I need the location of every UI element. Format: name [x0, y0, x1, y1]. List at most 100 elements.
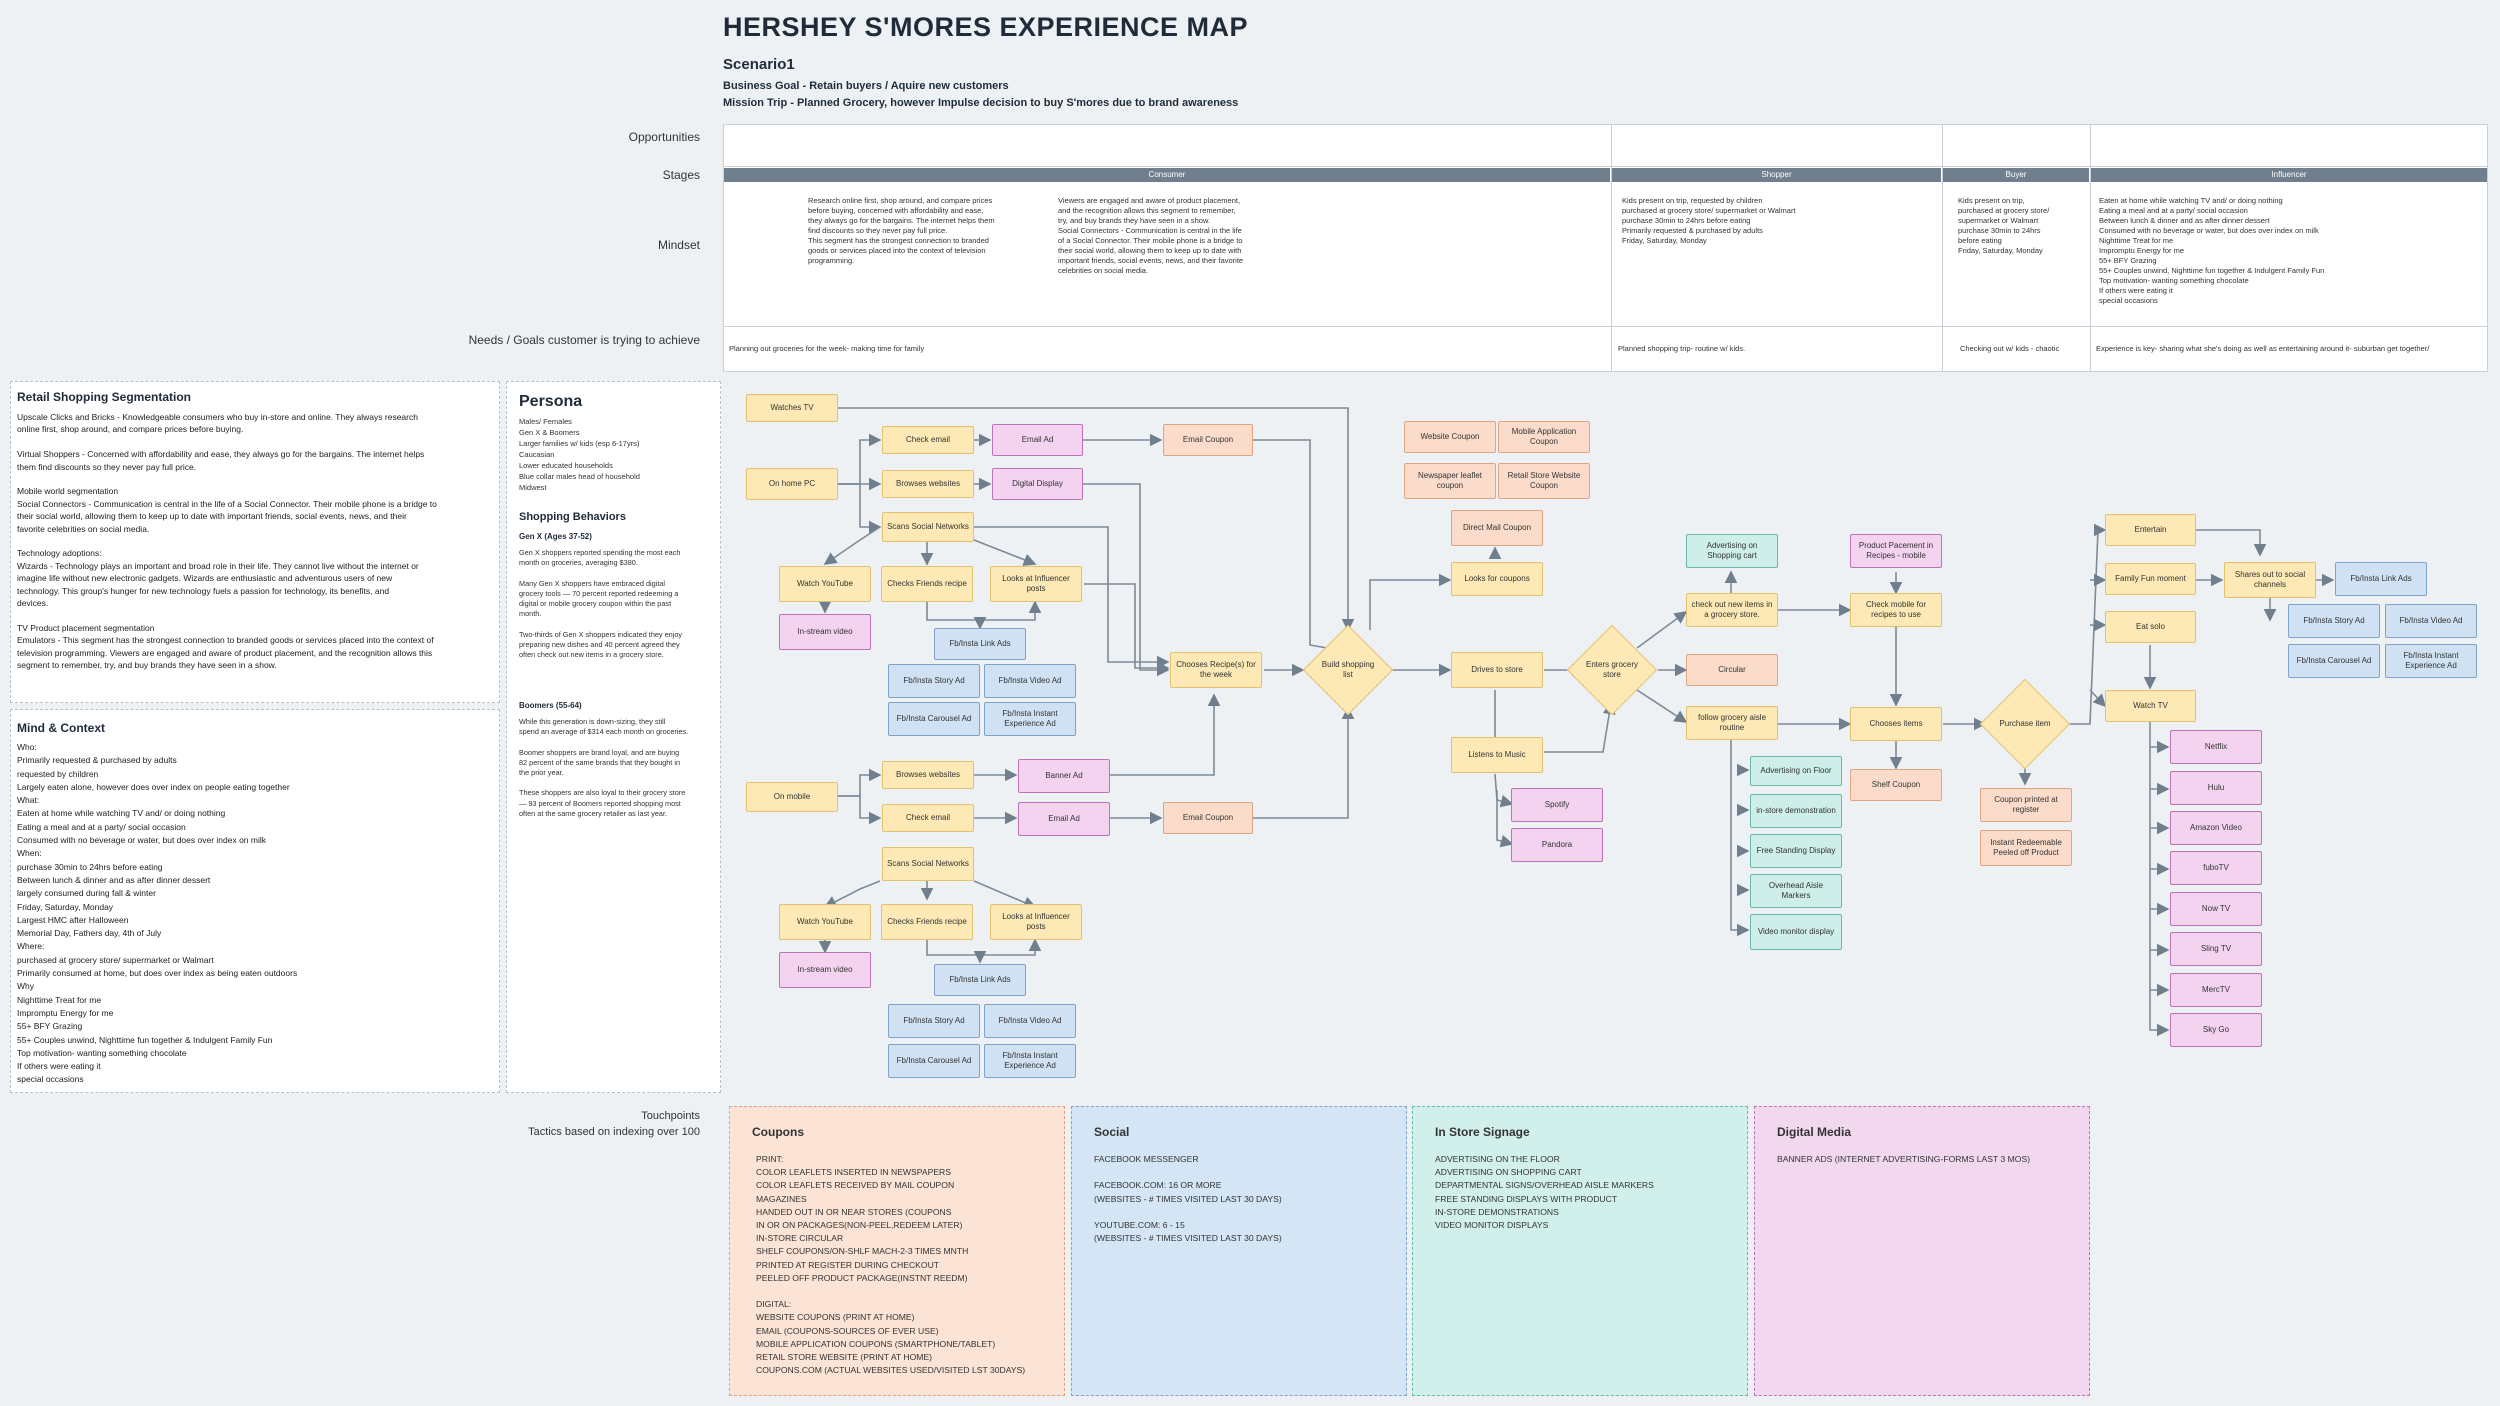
node-mobile-application-coupon: Mobile Application Coupon — [1498, 421, 1590, 453]
segmentation-panel — [10, 381, 500, 703]
node-instant-redeemable: Instant Redeemable Peeled off Product — [1980, 830, 2072, 866]
persona-title: Persona — [519, 393, 583, 410]
genx-title: Gen X (Ages 37-52) — [519, 532, 592, 541]
node-watch-youtube: Watch YouTube — [779, 566, 871, 602]
stage-shopper: Shopper — [1612, 168, 1941, 182]
node-scans-social-networks-mobile: Scans Social Networks — [882, 847, 974, 881]
purchase-item-label: Purchase item — [1999, 719, 2051, 728]
grid-divider — [1942, 124, 1943, 372]
node-on-home-pc: On home PC — [746, 468, 838, 500]
coupons-body: PRINT: COLOR LEAFLETS INSERTED IN NEWSPA… — [756, 1154, 1026, 1376]
node-email-coupon: Email Coupon — [1163, 424, 1253, 456]
node-fb-video-ad-mobile: Fb/Insta Video Ad — [984, 1004, 1076, 1038]
node-amazon-video: Amazon Video — [2170, 811, 2262, 845]
node-fb-video-ad: Fb/Insta Video Ad — [984, 664, 1076, 698]
business-goal: Business Goal - Retain buyers / Aquire n… — [723, 80, 1009, 92]
mindset-influencer: Eaten at home while watching TV and/ or … — [2099, 196, 2325, 305]
needs-buyer: Checking out w/ kids - chaotic — [1960, 344, 2060, 353]
scenario-title: Scenario1 — [723, 56, 795, 73]
node-video-monitor-display: Video monitor display — [1750, 914, 1842, 950]
node-overhead-aisle-markers: Overhead Aisle Markers — [1750, 874, 1842, 908]
node-checks-friends-recipe-mobile: Checks Friends recipe — [881, 904, 973, 940]
node-browses-websites-mobile: Browses websites — [882, 761, 974, 789]
mind-context-body: Who: Primarily requested & purchased by … — [17, 742, 298, 1085]
node-shares-social-channels: Shares out to social channels — [2224, 562, 2316, 598]
node-merctv: MercTV — [2170, 973, 2262, 1007]
node-direct-mail-coupon: Direct Mail Coupon — [1451, 510, 1543, 546]
social-body: FACEBOOK MESSENGER FACEBOOK.COM: 16 OR M… — [1094, 1154, 1282, 1244]
node-digital-display: Digital Display — [992, 468, 1083, 500]
node-fb-story-ad-influencer: Fb/Insta Story Ad — [2288, 604, 2380, 638]
boomers-title: Boomers (55-64) — [519, 701, 582, 710]
needs-influencer: Experience is key- sharing what she's do… — [2096, 344, 2430, 353]
node-listens-to-music: Listens to Music — [1451, 737, 1543, 773]
node-watch-tv: Watch TV — [2105, 690, 2196, 722]
node-looks-influencer-posts-mobile: Looks at Influencer posts — [990, 904, 1082, 940]
row-label-needs: Needs / Goals customer is trying to achi… — [468, 333, 700, 347]
node-advertising-on-floor: Advertising on Floor — [1750, 756, 1842, 786]
node-circular: Circular — [1686, 654, 1778, 686]
signage-body: ADVERTISING ON THE FLOOR ADVERTISING ON … — [1435, 1154, 1654, 1231]
node-fb-link-ads-influencer: Fb/Insta Link Ads — [2335, 562, 2427, 596]
node-check-out-new-items: check out new items in a grocery store. — [1686, 593, 1778, 627]
row-label-opportunities: Opportunities — [628, 130, 700, 144]
node-coupon-printed-register: Coupon printed at register — [1980, 788, 2072, 822]
mind-context-panel — [10, 709, 500, 1093]
node-fb-carousel-ad-influencer: Fb/Insta Carousel Ad — [2288, 644, 2380, 678]
node-pandora: Pandora — [1511, 828, 1603, 862]
node-fubotv: fuboTV — [2170, 851, 2262, 885]
node-fb-video-ad-influencer: Fb/Insta Video Ad — [2385, 604, 2477, 638]
social-title: Social — [1094, 1125, 1130, 1139]
node-retail-store-website-coupon: Retail Store Website Coupon — [1498, 463, 1590, 499]
enters-grocery-store-label: Enters grocery store — [1585, 660, 1639, 679]
genx-body: Gen X shoppers reported spending the mos… — [519, 548, 683, 660]
stage-buyer: Buyer — [1943, 168, 2089, 182]
page-title: HERSHEY S'MORES EXPERIENCE MAP — [723, 12, 1249, 42]
digital-media-title: Digital Media — [1777, 1125, 1852, 1139]
journey-grid — [723, 124, 2488, 372]
shopping-behaviors-title: Shopping Behaviors — [519, 511, 626, 523]
node-on-mobile: On mobile — [746, 782, 838, 812]
node-netflix: Netflix — [2170, 730, 2262, 764]
node-eat-solo: Eat solo — [2105, 611, 2196, 643]
node-spotify: Spotify — [1511, 788, 1603, 822]
node-email-ad-mobile: Email Ad — [1018, 802, 1110, 836]
node-scans-social-networks: Scans Social Networks — [882, 512, 974, 542]
node-check-email-mobile: Check email — [882, 804, 974, 832]
node-looks-for-coupons: Looks for coupons — [1451, 562, 1543, 596]
node-hulu: Hulu — [2170, 771, 2262, 805]
grid-divider — [1611, 124, 1612, 372]
mind-context-title: Mind & Context — [17, 721, 105, 735]
node-fb-carousel-ad: Fb/Insta Carousel Ad — [888, 702, 980, 736]
node-check-email: Check email — [882, 426, 974, 454]
mindset-consumer-a: Research online first, shop around, and … — [808, 196, 995, 265]
node-entertain: Entertain — [2105, 514, 2196, 546]
node-sky-go: Sky Go — [2170, 1013, 2262, 1047]
grid-divider — [723, 326, 2488, 327]
node-chooses-recipes: Chooses Recipe(s) for the week — [1170, 652, 1262, 688]
node-watches-tv: Watches TV — [746, 394, 838, 422]
node-browses-websites: Browses websites — [882, 470, 974, 498]
node-follow-grocery-aisle-routine: follow grocery aisle routine — [1686, 706, 1778, 740]
node-now-tv: Now TV — [2170, 892, 2262, 926]
row-label-tactics: Tactics based on indexing over 100 — [528, 1126, 700, 1138]
node-email-coupon-mobile: Email Coupon — [1163, 802, 1253, 834]
node-instream-video: In-stream video — [779, 614, 871, 650]
segmentation-title: Retail Shopping Segmentation — [17, 390, 192, 404]
node-watch-youtube-mobile: Watch YouTube — [779, 904, 871, 940]
build-shopping-list-label: Build shopping list — [1321, 660, 1375, 679]
node-fb-story-ad-mobile: Fb/Insta Story Ad — [888, 1004, 980, 1038]
row-label-mindset: Mindset — [657, 238, 700, 252]
mindset-consumer-b: Viewers are engaged and aware of product… — [1058, 196, 1244, 275]
node-checks-friends-recipe: Checks Friends recipe — [881, 566, 973, 602]
node-product-placement-recipes: Product Pacement in Recipes - mobile — [1850, 534, 1942, 568]
touchpoint-social: Social FACEBOOK MESSENGER FACEBOOK.COM: … — [1071, 1106, 1407, 1396]
node-banner-ad: Banner Ad — [1018, 759, 1110, 793]
persona-panel — [506, 381, 721, 1093]
node-check-mobile-recipes: Check mobile for recipes to use — [1850, 593, 1942, 627]
node-shelf-coupon: Shelf Coupon — [1850, 769, 1942, 801]
signage-title: In Store Signage — [1435, 1125, 1530, 1139]
node-instore-demonstration: in-store demonstration — [1750, 794, 1842, 828]
node-instream-video-mobile: In-stream video — [779, 952, 871, 988]
node-family-fun-moment: Family Fun moment — [2105, 563, 2196, 595]
